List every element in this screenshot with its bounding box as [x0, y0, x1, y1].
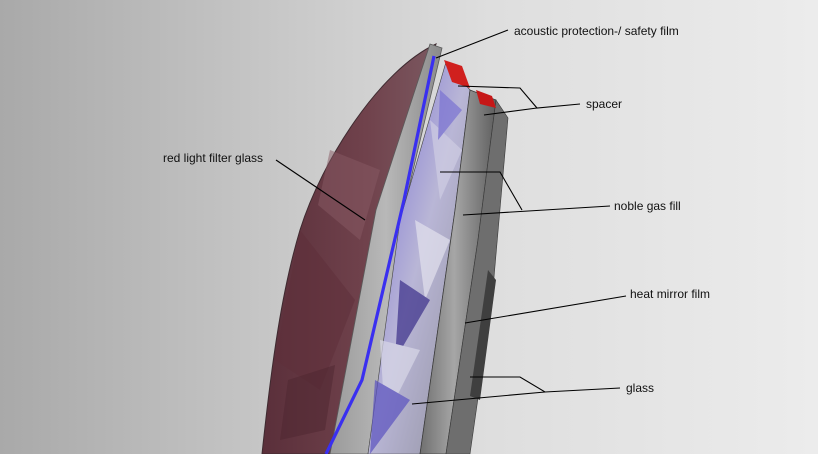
label-glass: glass	[626, 381, 654, 395]
spacer-shape	[476, 90, 496, 108]
leader-lines	[275, 29, 627, 405]
cavity-facets	[370, 90, 462, 454]
spacer-shape	[444, 60, 470, 88]
label-acoustic-protection-safety-film: acoustic protection-/ safety film	[514, 24, 679, 38]
label-spacer: spacer	[586, 97, 622, 111]
red-glass-facet	[318, 150, 380, 240]
rear-body	[445, 99, 509, 454]
label-noble-gas-fill: noble gas fill	[614, 199, 681, 213]
label-heat-mirror-film: heat mirror film	[630, 287, 710, 301]
rear-dark-strip	[470, 270, 496, 400]
acoustic-film-shape	[324, 55, 436, 454]
label-red-light-filter-glass: red light filter glass	[163, 151, 263, 165]
red-glass-facet	[275, 230, 355, 390]
red-glass-facet	[280, 365, 335, 440]
